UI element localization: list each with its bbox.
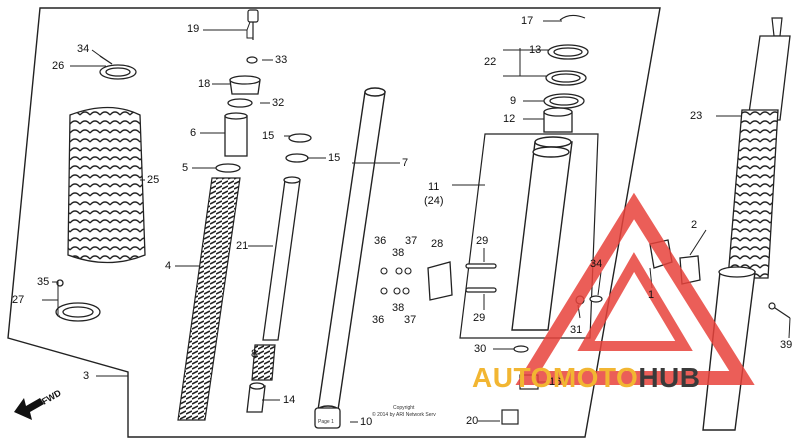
clip-17 <box>559 14 586 21</box>
washer-30 <box>513 345 529 353</box>
callout-22: 22 <box>484 56 497 68</box>
callout-27: 27 <box>12 294 25 306</box>
leader-lines <box>42 20 791 423</box>
callout-18: 18 <box>198 78 211 90</box>
seat-5 <box>215 163 241 173</box>
bushing-10 <box>314 407 341 429</box>
small-bolts <box>380 267 412 295</box>
copyright-page: Page 1 <box>318 419 334 425</box>
callout-11: 11 <box>428 181 440 193</box>
oring-32 <box>227 98 253 108</box>
callout-29b: 29 <box>473 312 486 324</box>
oring-33 <box>246 56 258 64</box>
callout-1: 1 <box>648 289 655 301</box>
callout-38a: 38 <box>392 247 405 259</box>
callout-12: 12 <box>503 113 516 125</box>
callout-29a: 29 <box>476 235 489 247</box>
callout-15b: 15 <box>328 152 341 164</box>
callout-4: 4 <box>165 260 172 272</box>
oil-lock-14 <box>246 382 266 413</box>
callout-17: 17 <box>521 15 534 27</box>
callout-35: 35 <box>37 276 50 288</box>
callout-10: 10 <box>360 416 373 428</box>
callout-31: 31 <box>570 324 583 336</box>
fork-spring-4 <box>177 177 241 421</box>
watermark-hub: HUB <box>638 362 701 393</box>
callout-16: 16 <box>549 376 562 388</box>
callout-32: 32 <box>272 97 285 109</box>
watermark-text: AUTOMOTOHUB <box>472 364 700 392</box>
callout-14: 14 <box>283 394 296 406</box>
bushing-12 <box>543 107 573 133</box>
bolt-19 <box>247 9 259 40</box>
callout-33: 33 <box>275 54 288 66</box>
spacer-6 <box>224 112 248 157</box>
callout-15a: 15 <box>262 130 275 142</box>
callout-8: 8 <box>251 348 258 360</box>
callout-30: 30 <box>474 343 487 355</box>
callout-39: 39 <box>780 339 793 351</box>
callout-36b: 36 <box>372 314 385 326</box>
callout-38b: 38 <box>392 302 405 314</box>
callout-34b: 34 <box>590 258 603 270</box>
fwd-arrow <box>14 398 44 420</box>
fork-boot-25 <box>67 106 146 264</box>
bolt-20 <box>501 409 519 425</box>
callout-11b: (24) <box>424 195 444 207</box>
callout-21: 21 <box>236 240 249 252</box>
bolt-39 <box>768 302 791 319</box>
copyright-line2: © 2014 by ARI Network Serv <box>372 412 436 418</box>
callout-25: 25 <box>147 174 160 186</box>
boot-band-26 <box>99 55 137 80</box>
callout-13: 13 <box>529 44 542 56</box>
frame-outline <box>7 7 661 438</box>
callout-3: 3 <box>83 370 90 382</box>
callout-19: 19 <box>187 23 200 35</box>
seal-13 <box>547 44 589 60</box>
copyright-line1: Copyright <box>393 405 415 411</box>
callout-5: 5 <box>182 162 189 174</box>
watermark-auto: AUTO <box>472 362 553 393</box>
piston-21 <box>262 176 301 341</box>
bracket-28 <box>427 261 453 301</box>
callout-28: 28 <box>431 238 444 250</box>
rods-29 <box>465 263 497 293</box>
callout-6: 6 <box>190 127 197 139</box>
callout-37a: 37 <box>405 235 418 247</box>
callout-20: 20 <box>466 415 479 427</box>
boot-band-27 <box>55 279 101 322</box>
watermark-logo <box>515 192 755 385</box>
fork-tube-7 <box>317 87 386 415</box>
watermark-moto: MOTO <box>552 362 639 393</box>
rings-15 <box>285 133 312 163</box>
callout-23: 23 <box>690 110 703 122</box>
callout-9: 9 <box>510 95 517 107</box>
seal-22 <box>545 70 587 86</box>
callout-37b: 37 <box>404 314 417 326</box>
cap-18 <box>229 75 261 95</box>
callout-26: 26 <box>52 60 65 72</box>
ring-9 <box>543 93 585 109</box>
callout-36a: 36 <box>374 235 387 247</box>
fork-slider-11 <box>511 136 573 331</box>
callout-7: 7 <box>402 157 409 169</box>
fork-assembly-23 <box>702 17 791 431</box>
callout-2: 2 <box>691 219 698 231</box>
callout-34a: 34 <box>77 43 90 55</box>
